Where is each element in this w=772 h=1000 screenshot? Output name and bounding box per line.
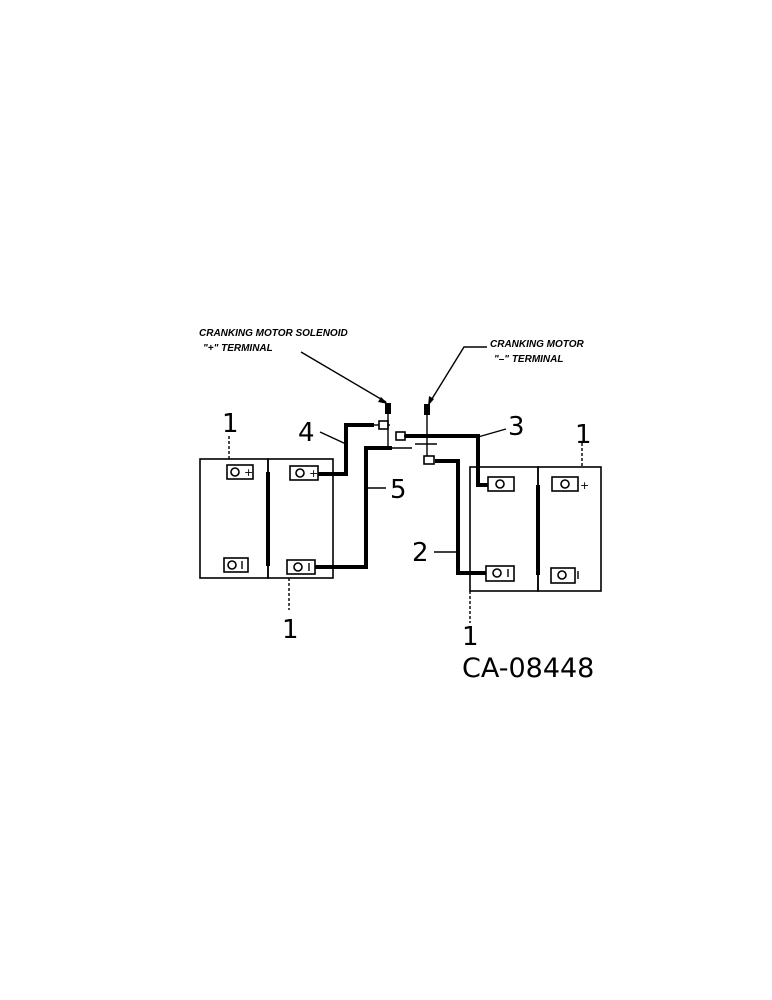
cable-5 <box>305 446 392 569</box>
figure-code: CA-08448 <box>462 653 594 684</box>
terminal-right-outer-positive <box>551 476 579 492</box>
terminal-left-inner-negative <box>286 559 316 575</box>
terminal-right-outer-negative <box>550 567 576 584</box>
callout-battery-top-left: 1 <box>222 409 239 439</box>
callout-battery-bottom-right: 1 <box>462 622 479 652</box>
solenoid-terminal-label-line1: CRANKING MOTOR SOLENOID <box>199 328 348 339</box>
leader-cable-3 <box>477 428 507 438</box>
terminal-right-inner-positive <box>487 476 515 492</box>
solenoid-terminal-post <box>385 403 391 414</box>
cable-2 <box>435 459 498 575</box>
terminal-left-inner-positive <box>289 465 319 481</box>
motor-leader-arrow <box>428 396 434 406</box>
ring-terminal-5 <box>395 431 406 441</box>
ring-terminal-2 <box>423 455 435 465</box>
cable-4 <box>304 423 374 476</box>
terminal-right-inner-negative <box>485 565 515 582</box>
callout-battery-bottom-left: 1 <box>282 615 299 645</box>
terminal-left-outer-negative <box>223 557 249 573</box>
callout-cable-5: 5 <box>390 475 407 505</box>
callout-battery-top-right: 1 <box>575 420 592 450</box>
motor-leader-line <box>429 346 487 403</box>
motor-terminal-post <box>424 404 430 415</box>
solenoid-leader-arrow <box>378 397 388 404</box>
terminal-left-outer-positive <box>226 464 254 480</box>
positive-sign-left-outer: + <box>244 466 253 479</box>
motor-terminal-label-line1: CRANKING MOTOR <box>490 339 584 350</box>
ring-terminal-4 <box>378 420 389 430</box>
solenoid-terminal-label-line2: "+" TERMINAL <box>203 343 273 354</box>
positive-sign-right-outer: + <box>580 479 589 492</box>
callout-cable-4: 4 <box>298 418 315 448</box>
callout-cable-3: 3 <box>508 412 525 442</box>
motor-terminal-label-line2: "–" TERMINAL <box>494 354 563 365</box>
positive-sign-left-inner: + <box>309 467 318 480</box>
leader-cable-4 <box>319 431 347 445</box>
solenoid-leader-line <box>300 351 387 403</box>
callout-cable-2: 2 <box>412 538 429 568</box>
